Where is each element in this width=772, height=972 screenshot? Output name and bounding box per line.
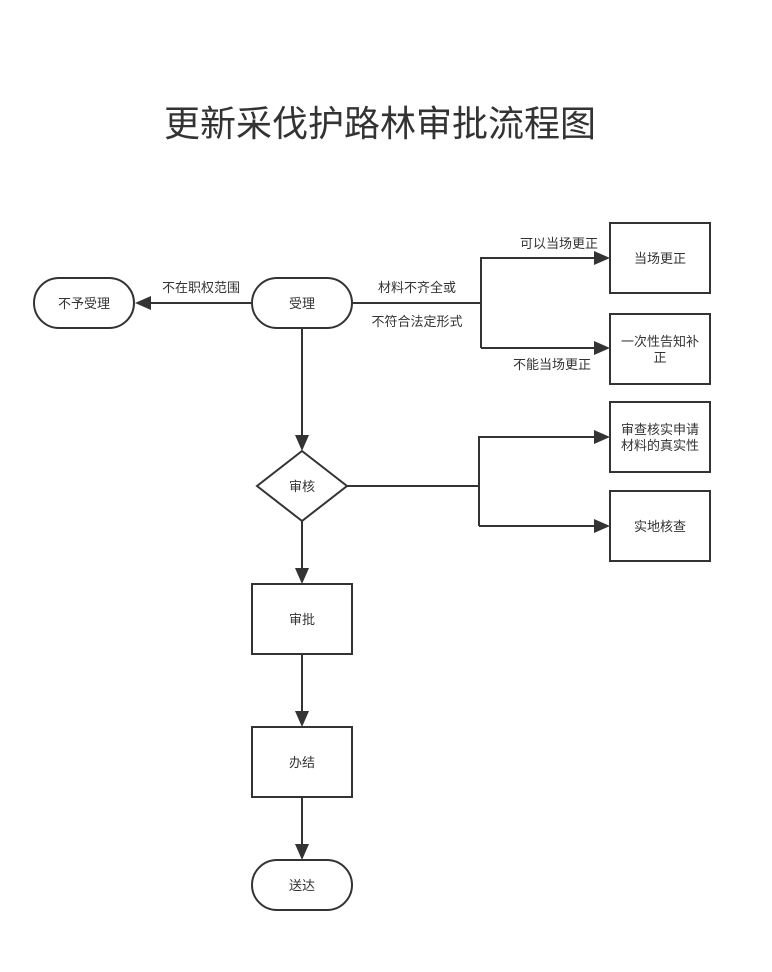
node-shouli: 受理 [251,277,353,329]
edge-label-material-incomplete: 材料不齐全或 [378,280,456,296]
node-label: 受理 [289,297,315,312]
node-label: 当场更正 [634,252,686,267]
node-shenhe: 审核 [255,449,349,523]
node-label-line-1: 审查核实申请 [621,423,699,438]
arrowhead [594,430,610,444]
node-label: 送达 [289,879,315,894]
arrowhead [594,341,610,355]
arrowhead [295,435,309,451]
diagram-title: 更新采伐护路林审批流程图 [164,104,596,145]
arrowhead [295,844,309,860]
edge-label-not-legal-form: 不符合法定形式 [371,314,462,330]
edge-label-out-of-scope: 不在职权范围 [162,280,240,296]
node-shidi-hecha: 实地核查 [609,490,711,562]
node-label-line-2: 正 [653,351,666,366]
arrowhead [594,251,610,265]
node-label: 办结 [289,756,315,771]
node-banjie: 办结 [251,726,353,798]
node-shencha-heshi: 审查核实申请 材料的真实性 [609,401,711,473]
process-shape [609,490,711,562]
node-label: 不予受理 [58,297,110,312]
process-shape [609,222,711,294]
node-label: 审核 [289,480,315,495]
process-shape [251,583,353,655]
node-dangchang-gengzheng: 当场更正 [609,222,711,294]
terminator-shape [33,277,135,329]
node-label-line-2: 材料的真实性 [621,438,699,454]
node-shenpi: 审批 [251,583,353,655]
terminator-shape [251,277,353,329]
node-buyu-shouli: 不予受理 [33,277,135,329]
node-label: 审批 [289,613,315,628]
node-label-line-1: 一次性告知补 [621,334,699,350]
node-yicixing-gaozhi: 一次性告知补 正 [609,313,711,385]
edges: 不在职权范围 材料不齐全或 不符合法定形式 可以当场更正 不能当场更正 [135,237,610,860]
edge-label-cannot-correct: 不能当场更正 [513,358,591,373]
arrowhead [135,296,151,310]
edge-to-dangchang-gengzheng [480,257,595,348]
process-shape [251,726,353,798]
node-label: 实地核查 [634,520,686,535]
process-shape [609,313,711,385]
arrowhead [594,519,610,533]
arrowhead [295,711,309,727]
decision-shape [255,449,349,523]
edge-label-can-correct: 可以当场更正 [520,237,598,252]
node-songda: 送达 [251,859,353,911]
edge-to-shencha-heshi [478,436,595,526]
process-shape [609,401,711,473]
terminator-shape [251,859,353,911]
arrowhead [295,568,309,584]
